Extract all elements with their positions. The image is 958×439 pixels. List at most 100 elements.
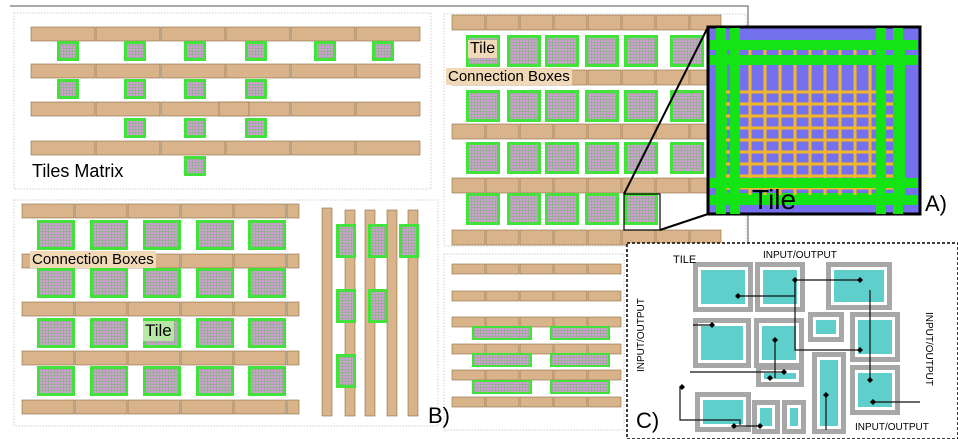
tile-core: [588, 93, 616, 119]
connection-box: [233, 203, 287, 219]
logic-block-core: [858, 320, 892, 354]
tile-core: [469, 145, 497, 171]
connection-box: [127, 301, 181, 317]
tile-core: [199, 369, 231, 393]
tile-core: [146, 271, 178, 295]
panel-b-label: B): [428, 403, 450, 428]
connection-box: [587, 14, 622, 31]
track-bar-h: [710, 55, 918, 65]
tile-core: [627, 38, 655, 64]
connection-box: [30, 26, 96, 42]
io-wire: [794, 280, 860, 351]
connection-box: [485, 343, 520, 355]
connection-box: [386, 209, 398, 417]
connection-box: [485, 229, 520, 246]
connection-box: [30, 101, 96, 117]
connection-box: [286, 203, 300, 219]
tile-core: [187, 121, 203, 135]
tile-core: [60, 44, 76, 58]
switch-point: [709, 322, 715, 328]
connection-box: [519, 177, 554, 194]
connection-box: [233, 253, 287, 269]
connection-box: [655, 14, 690, 31]
connection-box: [587, 396, 622, 408]
connection-box: [180, 301, 234, 317]
connection-box: [485, 316, 520, 328]
connection-box: [218, 101, 250, 117]
connection-box: [355, 63, 421, 79]
tile-core: [371, 292, 385, 320]
connection-box: [485, 14, 520, 31]
tile-core: [251, 369, 283, 393]
connection-box: [621, 123, 656, 140]
connection-box: [127, 203, 181, 219]
logic-block-core: [760, 408, 772, 426]
connection-box: [233, 301, 287, 317]
track-bar-v: [876, 28, 886, 214]
selected-tile-highlight: [623, 193, 661, 231]
connection-box: [355, 101, 421, 117]
connection-box: [290, 63, 356, 79]
switch-point: [823, 392, 829, 398]
logic-block-core: [790, 408, 798, 426]
connection-boxes-label: Connection Boxes: [30, 251, 156, 268]
connection-box: [451, 123, 486, 140]
connection-box: [553, 123, 588, 140]
connection-box: [519, 369, 554, 381]
connection-box: [485, 123, 520, 140]
tile-core: [548, 145, 576, 171]
connection-box: [355, 140, 421, 156]
tile-core: [510, 38, 538, 64]
connection-box: [160, 140, 226, 156]
connection-box: [225, 140, 291, 156]
connection-box: [519, 14, 554, 31]
connection-box: [21, 203, 75, 219]
connection-box: [451, 369, 486, 381]
tile-core: [474, 382, 530, 392]
connection-box: [485, 263, 520, 275]
connection-box: [160, 101, 226, 117]
track-bar-h: [710, 178, 918, 188]
connection-box: [519, 229, 554, 246]
tile-core: [40, 271, 72, 295]
tile-core: [317, 44, 333, 58]
connection-box: [519, 123, 554, 140]
tile-core: [127, 44, 143, 58]
connection-box: [621, 69, 656, 86]
tile-core: [187, 44, 203, 58]
connection-box: [160, 63, 226, 79]
tile-core: [93, 271, 125, 295]
connection-box: [21, 399, 75, 415]
logic-block-core: [816, 320, 836, 334]
tile-core: [371, 227, 385, 255]
connection-box: [95, 101, 161, 117]
connection-box: [74, 399, 128, 415]
switch-point: [857, 347, 863, 353]
connection-box: [451, 396, 486, 408]
tile-core: [548, 93, 576, 119]
tile-core: [251, 223, 283, 247]
tile-core: [510, 145, 538, 171]
switch-point: [757, 423, 763, 429]
tile-core: [60, 82, 76, 96]
tile-core: [588, 38, 616, 64]
logic-block-core: [820, 360, 838, 426]
connection-box: [519, 316, 554, 328]
connection-box: [451, 263, 486, 275]
connection-box: [225, 26, 291, 42]
connection-box: [655, 177, 690, 194]
connection-box: [519, 263, 554, 275]
io-wire: [679, 387, 741, 425]
switch-point: [857, 277, 863, 283]
tile-core: [187, 82, 203, 96]
tiles-matrix-panel: [13, 12, 432, 190]
tile-core: [127, 121, 143, 135]
tile-core: [251, 271, 283, 295]
connection-box: [485, 369, 520, 381]
connection-box: [95, 63, 161, 79]
tile-core: [469, 93, 497, 119]
connection-box: [451, 229, 486, 246]
connection-box: [655, 123, 690, 140]
switch-point: [679, 384, 685, 390]
